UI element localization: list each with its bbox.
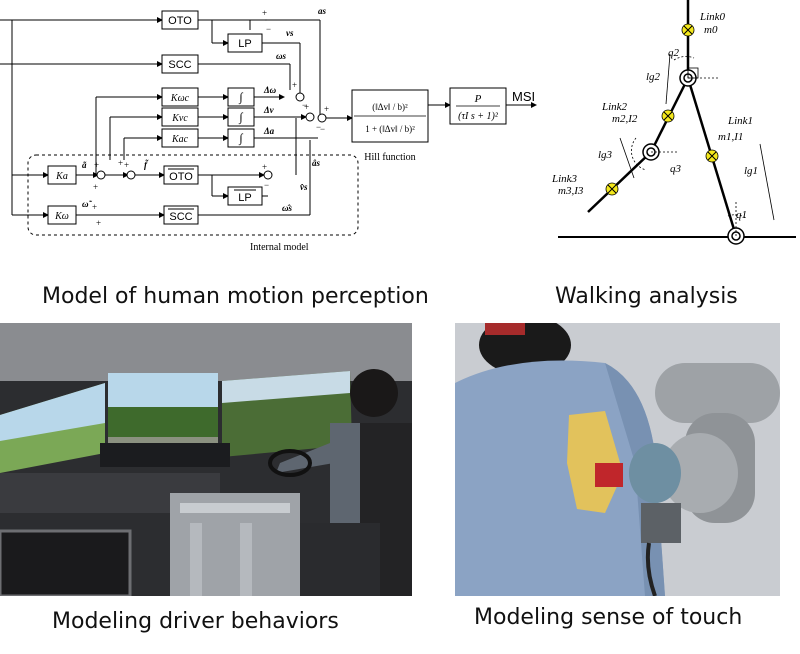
- signal-a-hat-s: âs: [312, 158, 321, 168]
- svg-text:+: +: [94, 160, 99, 170]
- integrator-1: ∫: [238, 90, 243, 104]
- signal-a-s: as: [318, 6, 327, 16]
- signal-delta-omega: Δω: [263, 85, 277, 95]
- k-dw-block: Kωc: [170, 93, 190, 104]
- svg-text:+: +: [292, 80, 297, 90]
- q1-label: q1: [736, 209, 747, 221]
- p-denominator: (τI s + 1)²: [458, 111, 499, 122]
- k-dv-block: Kvc: [171, 113, 188, 124]
- svg-text:+: +: [93, 182, 98, 192]
- touch-robot-photo: [455, 323, 780, 596]
- svg-text:+: +: [118, 158, 123, 168]
- svg-text:+: +: [324, 104, 329, 114]
- signal-v-hat-s: v̂s: [300, 182, 308, 192]
- svg-text:+: +: [124, 160, 129, 170]
- svg-text:+: +: [92, 202, 97, 212]
- hill-function-label: Hill function: [364, 152, 415, 163]
- m0-label: m0: [704, 24, 718, 36]
- link3-label: Link3: [551, 173, 578, 185]
- svg-text:−: −: [266, 24, 271, 34]
- signal-a-tilde: ã: [82, 160, 87, 170]
- integrator-3: ∫: [238, 131, 243, 145]
- lg1-label: lg1: [744, 165, 758, 177]
- signal-f-tilde: f̃: [144, 160, 149, 170]
- hill-denominator: 1 + (‖Δv‖ / b)²: [365, 124, 415, 134]
- signal-delta-v: Δv: [263, 105, 275, 115]
- m3i3-label: m3,I3: [558, 185, 584, 197]
- svg-text:+: +: [96, 218, 101, 228]
- signal-omega-hat-s: ω̂s: [282, 203, 293, 213]
- signal-delta-a: Δa: [263, 126, 275, 136]
- link1-label: Link1: [727, 115, 753, 127]
- q3-label: q3: [670, 163, 682, 175]
- block-diagram-svg: OTO LP SCC Kωc Kvc Kac ∫ ∫ ∫ Ka Kω OTO L…: [0, 6, 537, 253]
- svg-text:−: −: [302, 100, 307, 110]
- signal-omega-s: ωs: [276, 51, 287, 61]
- lp-block: LP: [238, 38, 251, 50]
- oto-block: OTO: [168, 15, 192, 27]
- k-omega-block: Kω: [54, 211, 69, 222]
- hill-numerator: (‖Δv‖ / b)²: [372, 102, 408, 112]
- svg-text:+: +: [262, 8, 267, 18]
- motion-perception-block-diagram: OTO LP SCC Kωc Kvc Kac ∫ ∫ ∫ Ka Kω OTO L…: [0, 0, 540, 262]
- lg3-label: lg3: [598, 149, 613, 161]
- oto-bar-block: OTO: [169, 171, 193, 183]
- caption-walking-analysis: Walking analysis: [555, 284, 738, 309]
- p-block: P: [474, 93, 482, 105]
- svg-text:−: −: [316, 122, 321, 132]
- svg-text:−: −: [320, 124, 325, 134]
- scc-block: SCC: [168, 59, 191, 71]
- k-a-block: Ka: [55, 171, 68, 182]
- q2-label: q2: [668, 47, 680, 59]
- signal-omega-tilde: ω̃: [82, 199, 93, 209]
- driving-simulator-photo: [0, 323, 412, 596]
- internal-model-label: Internal model: [250, 242, 309, 253]
- link0-label: Link0: [699, 11, 726, 23]
- svg-text:+: +: [304, 102, 309, 112]
- svg-text:+: +: [262, 162, 267, 172]
- caption-driver-behaviors: Modeling driver behaviors: [52, 609, 339, 634]
- svg-text:−: −: [264, 180, 269, 190]
- scc-bar-block: SCC: [169, 211, 192, 223]
- k-da-block: Kac: [171, 134, 189, 145]
- m1i1-label: m1,I1: [718, 131, 743, 143]
- integrator-2: ∫: [238, 110, 243, 124]
- caption-sense-of-touch: Modeling sense of touch: [474, 605, 743, 630]
- lg2-label: lg2: [646, 71, 661, 83]
- signal-v-s: vs: [286, 28, 294, 38]
- lp-bar-block: LP: [238, 192, 251, 204]
- link2-label: Link2: [601, 101, 628, 113]
- walking-analysis-diagram: Link0 m0 Link1 m1,I1 Link2 m2,I2 Link3 m…: [548, 0, 800, 262]
- caption-motion-perception: Model of human motion perception: [42, 284, 429, 309]
- walking-svg: Link0 m0 Link1 m1,I1 Link2 m2,I2 Link3 m…: [551, 0, 796, 245]
- m2i2-label: m2,I2: [612, 113, 638, 125]
- msi-output: MSI: [512, 89, 535, 104]
